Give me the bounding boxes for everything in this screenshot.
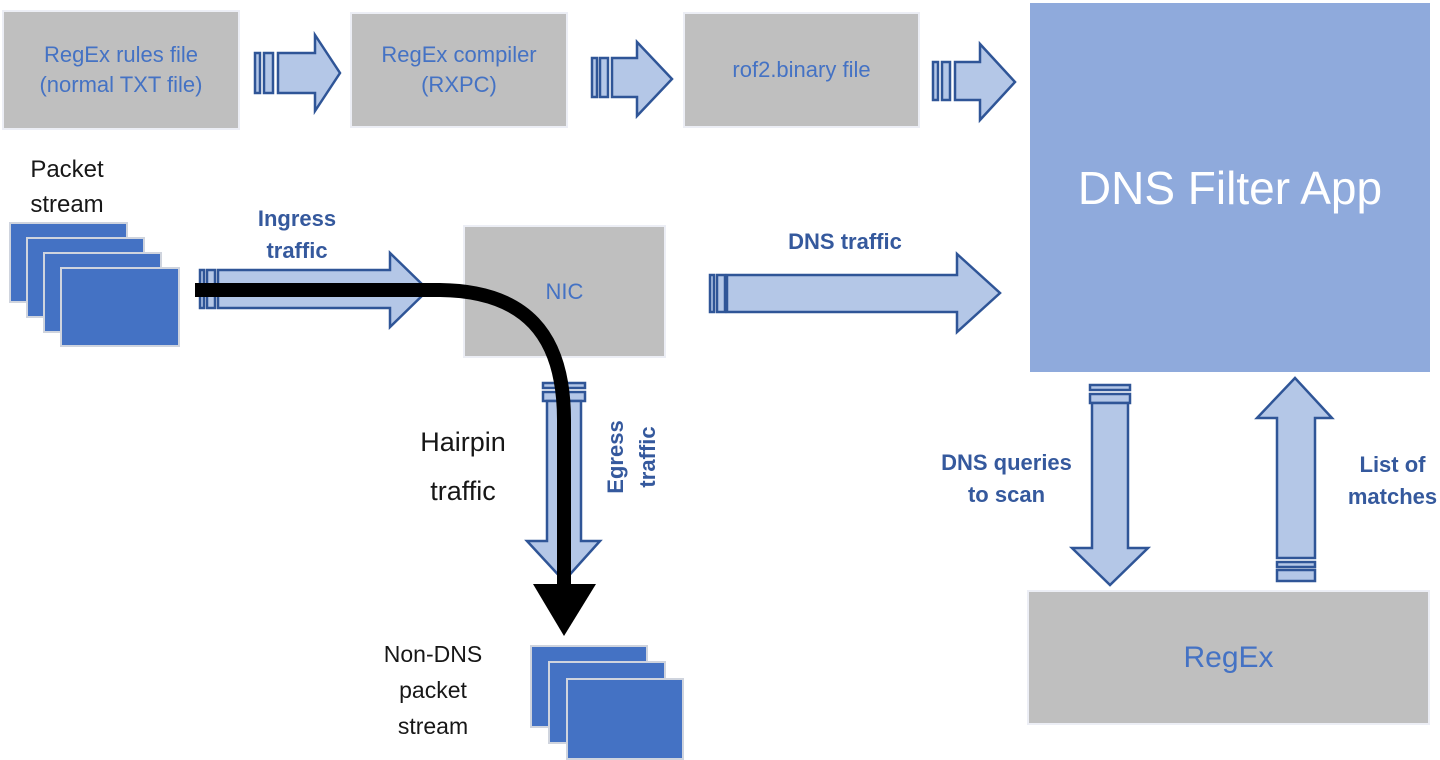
egress-traffic-arrow-icon: [524, 381, 603, 583]
regex-rules-file-box: RegEx rules file (normal TXT file): [2, 10, 240, 130]
arrow-rules-to-compiler-icon: [253, 30, 342, 116]
regex-compiler-box: RegEx compiler (RXPC): [350, 12, 568, 128]
dns-filter-app-box: DNS Filter App: [1030, 3, 1430, 372]
nic-label: NIC: [545, 278, 584, 304]
non-dns-packet-stream-label: Non-DNS packet stream: [383, 641, 483, 739]
dns-filter-app-label: DNS Filter App: [1077, 161, 1383, 214]
ingress-traffic-label: Ingress traffic: [257, 206, 337, 263]
packet-stream-label: Packet stream: [30, 156, 104, 218]
list-of-matches-label: List of matches: [1347, 452, 1438, 509]
regex-compiler-label: RegEx compiler (RXPC): [381, 42, 537, 97]
dns-traffic-arrow-icon: [708, 251, 1002, 335]
dns-traffic-label: DNS traffic: [788, 229, 902, 254]
rof2-binary-file-box: rof2.binary file: [683, 12, 920, 128]
regex-engine-box: RegEx: [1027, 590, 1430, 725]
packet-rect: [60, 267, 180, 347]
rof2-binary-file-label: rof2.binary file: [732, 57, 871, 82]
egress-traffic-label: Egress traffic: [603, 420, 660, 494]
arrow-binary-to-dns-app-icon: [931, 40, 1017, 124]
hairpin-traffic-label: Hairpin traffic: [420, 427, 506, 506]
regex-engine-label: RegEx: [1183, 640, 1274, 674]
dns-queries-arrow-icon: [1068, 383, 1152, 587]
dns-queries-to-scan-label: DNS queries to scan: [941, 450, 1072, 507]
list-of-matches-arrow-icon: [1254, 376, 1335, 583]
packet-rect: [566, 678, 684, 760]
nic-box: NIC: [463, 225, 666, 358]
arrow-compiler-to-binary-icon: [590, 38, 674, 120]
regex-rules-file-label: RegEx rules file (normal TXT file): [39, 42, 203, 97]
